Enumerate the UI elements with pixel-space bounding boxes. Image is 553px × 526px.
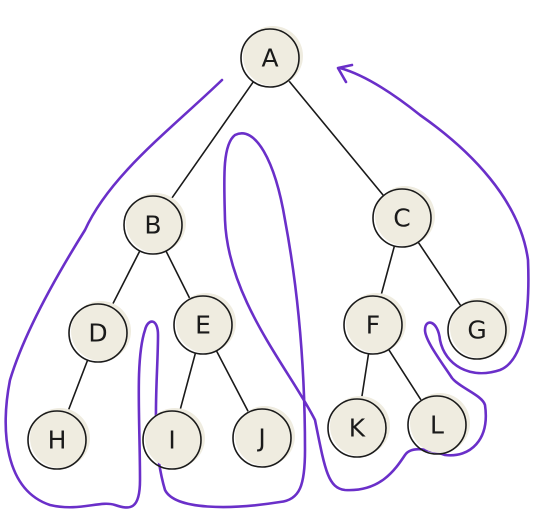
node-g: G xyxy=(447,298,510,360)
node-a-label: A xyxy=(261,44,278,73)
edge-b-e xyxy=(165,251,191,299)
node-g-label: G xyxy=(467,316,486,345)
edge-f-k xyxy=(360,353,370,400)
edge-e-j xyxy=(216,350,249,413)
node-h-label: H xyxy=(48,426,67,455)
node-e-label: E xyxy=(195,311,211,340)
node-l-outline xyxy=(407,395,467,455)
node-f-fill xyxy=(346,293,406,353)
node-a: A xyxy=(240,26,303,88)
edge-f-l xyxy=(388,349,422,401)
node-i-fill xyxy=(145,408,205,468)
node-b-outline xyxy=(123,195,183,255)
edge-b-d xyxy=(110,250,141,308)
tree-edges xyxy=(66,80,462,413)
node-b-fill xyxy=(126,193,186,253)
edge-d-h xyxy=(66,360,89,413)
node-h-fill xyxy=(30,408,90,468)
edge-a-c xyxy=(288,80,384,196)
node-i-label: I xyxy=(168,426,175,455)
node-f-outline xyxy=(343,295,403,355)
node-g-outline xyxy=(447,300,507,360)
node-d-label: D xyxy=(88,319,107,348)
node-f: F xyxy=(343,293,406,355)
node-h-outline xyxy=(27,410,87,470)
node-j: J xyxy=(232,406,295,468)
edge-e-i xyxy=(179,353,196,412)
node-b-label: B xyxy=(144,211,161,240)
node-k-outline xyxy=(327,398,387,458)
edge-c-g xyxy=(417,242,462,306)
node-c-label: C xyxy=(393,204,410,233)
node-c-fill xyxy=(375,186,435,246)
node-l-label: L xyxy=(430,411,444,440)
node-l: L xyxy=(407,393,470,455)
node-g-fill xyxy=(450,298,510,358)
tree-nodes: A B C D E F G H I J K L xyxy=(27,26,510,470)
node-i: I xyxy=(142,408,205,470)
node-d-outline xyxy=(68,303,128,363)
node-i-outline xyxy=(142,410,202,470)
node-j-outline xyxy=(232,408,292,468)
node-a-outline xyxy=(240,28,300,88)
traversal-path xyxy=(4,66,530,509)
node-c: C xyxy=(372,186,435,248)
edge-c-f xyxy=(380,246,395,297)
node-f-label: F xyxy=(366,311,380,340)
node-j-fill xyxy=(235,406,295,466)
node-j-label: J xyxy=(256,424,265,453)
node-d-fill xyxy=(71,301,131,361)
node-d: D xyxy=(68,301,131,363)
node-a-fill xyxy=(243,26,303,86)
node-e-outline xyxy=(173,295,233,355)
traversal-arrowhead xyxy=(336,63,354,84)
node-c-outline xyxy=(372,188,432,248)
node-k: K xyxy=(327,396,390,458)
node-e-fill xyxy=(176,293,236,353)
node-e: E xyxy=(173,293,236,355)
node-h: H xyxy=(27,408,90,470)
node-k-fill xyxy=(330,396,390,456)
node-b: B xyxy=(123,193,186,255)
edge-a-b xyxy=(169,81,254,202)
node-l-fill xyxy=(410,393,470,453)
node-k-label: K xyxy=(349,414,366,443)
